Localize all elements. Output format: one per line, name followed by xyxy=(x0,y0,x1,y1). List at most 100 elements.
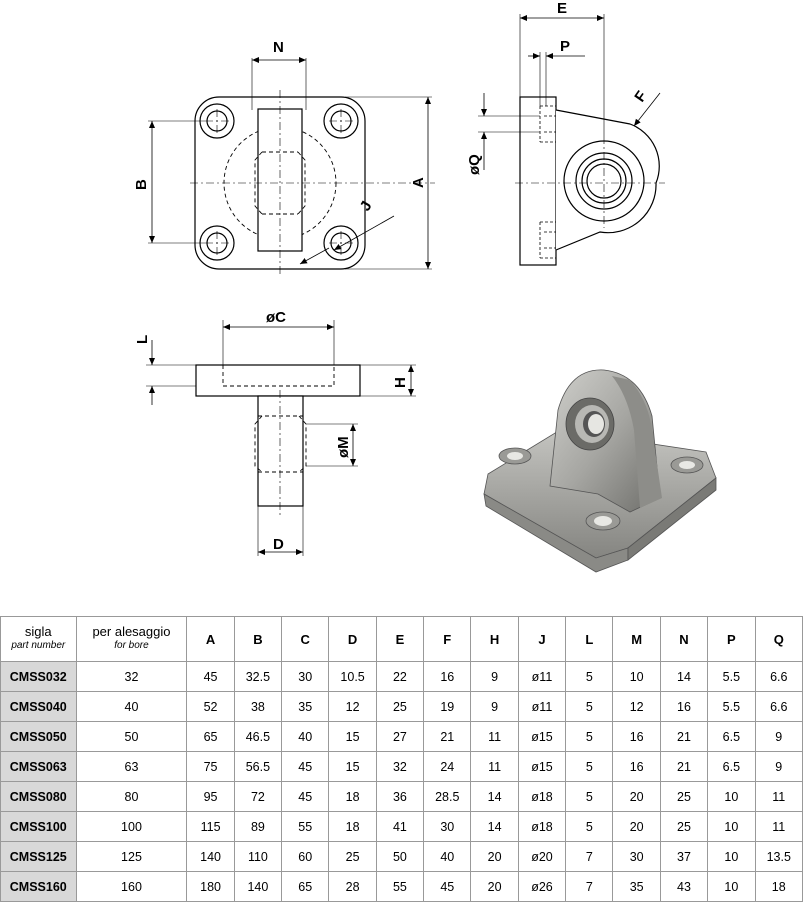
dimension-cell: 110 xyxy=(233,841,283,872)
dimension-cell: 28 xyxy=(328,871,377,902)
dimension-cell: 27 xyxy=(375,721,425,752)
dimension-cell: 5 xyxy=(565,811,614,842)
dim-label-p: P xyxy=(560,38,570,55)
dimension-cell: 10.5 xyxy=(328,661,377,692)
dim-label-n: N xyxy=(273,39,284,56)
part-number-cell: CMSS160 xyxy=(0,871,77,902)
dimension-cell: 52 xyxy=(186,691,235,722)
dimension-cell: 30 xyxy=(612,841,661,872)
dimension-cell: 45 xyxy=(186,661,235,692)
dimension-cell: 89 xyxy=(233,811,283,842)
dimension-cell: 37 xyxy=(659,841,709,872)
dim-label-q: øQ xyxy=(466,154,483,175)
dimension-cell: 22 xyxy=(375,661,425,692)
dimension-cell: 95 xyxy=(186,781,235,812)
dimension-cell: 18 xyxy=(328,811,377,842)
dimension-cell: 10 xyxy=(707,781,756,812)
dimension-cell: 50 xyxy=(375,841,425,872)
dimension-cell: 55 xyxy=(375,871,425,902)
dimension-cell: 10 xyxy=(707,811,756,842)
table-header-row: sigla part number per alesaggio for bore… xyxy=(0,616,803,662)
header-col: E xyxy=(375,616,425,662)
dimension-cell: ø15 xyxy=(517,751,567,782)
dimension-cell: ø11 xyxy=(517,661,567,692)
dim-label-f: F xyxy=(631,88,650,105)
dimension-cell: 6.6 xyxy=(754,691,803,722)
dim-label-l: L xyxy=(134,335,151,344)
dimension-cell: 5 xyxy=(565,781,614,812)
dimension-cell: 21 xyxy=(659,721,709,752)
dimension-cell: ø26 xyxy=(517,871,567,902)
header-sigla: sigla part number xyxy=(0,616,77,662)
bore-cell: 100 xyxy=(75,811,188,842)
dimension-cell: 35 xyxy=(612,871,661,902)
dimension-cell: 5.5 xyxy=(707,691,756,722)
dimension-cell: 20 xyxy=(612,811,661,842)
dimension-cell: 30 xyxy=(281,661,330,692)
dim-label-e: E xyxy=(557,0,567,17)
dimension-cell: 21 xyxy=(423,721,472,752)
dimension-cell: 7 xyxy=(565,871,614,902)
header-col: J xyxy=(517,616,567,662)
header-col: H xyxy=(470,616,519,662)
front-view-drawing xyxy=(146,320,416,556)
dimension-cell: ø18 xyxy=(517,781,567,812)
dimension-cell: 5 xyxy=(565,691,614,722)
bore-cell: 63 xyxy=(75,751,188,782)
bore-cell: 40 xyxy=(75,691,188,722)
dimension-cell: 65 xyxy=(281,871,330,902)
technical-drawings: N B A J E P øQ F xyxy=(133,0,717,573)
dimension-cell: 5.5 xyxy=(707,661,756,692)
dimension-cell: 18 xyxy=(754,871,803,902)
dimension-cell: 45 xyxy=(423,871,472,902)
dimension-cell: 45 xyxy=(281,781,330,812)
dimension-cell: 12 xyxy=(612,691,661,722)
dimension-cell: 10 xyxy=(612,661,661,692)
dimension-cell: 19 xyxy=(423,691,472,722)
dimension-cell: 9 xyxy=(470,691,519,722)
dimension-cell: ø11 xyxy=(517,691,567,722)
dimension-cell: 140 xyxy=(186,841,235,872)
dimension-cell: 28.5 xyxy=(423,781,472,812)
dimension-cell: 38 xyxy=(233,691,283,722)
dimension-cell: 10 xyxy=(707,841,756,872)
dimension-cell: 18 xyxy=(328,781,377,812)
header-col: Q xyxy=(754,616,803,662)
dimension-cell: 20 xyxy=(470,871,519,902)
dimension-cell: 6.5 xyxy=(707,721,756,752)
dimension-cell: 16 xyxy=(612,751,661,782)
header-col: N xyxy=(659,616,709,662)
dimension-cell: 20 xyxy=(470,841,519,872)
dimension-cell: 180 xyxy=(186,871,235,902)
dimension-cell: 25 xyxy=(659,811,709,842)
dimension-cell: 32 xyxy=(375,751,425,782)
dimension-cell: 15 xyxy=(328,751,377,782)
dimension-cell: 115 xyxy=(186,811,235,842)
dimension-cell: 5 xyxy=(565,661,614,692)
header-col: B xyxy=(233,616,283,662)
dimension-cell: 25 xyxy=(328,841,377,872)
dim-label-h: H xyxy=(392,377,409,388)
part-number-cell: CMSS080 xyxy=(0,781,77,812)
dimension-cell: 60 xyxy=(281,841,330,872)
dimension-cell: 9 xyxy=(754,751,803,782)
dimension-cell: 10 xyxy=(707,871,756,902)
part-number-cell: CMSS032 xyxy=(0,661,77,692)
header-bore-label: per alesaggio xyxy=(92,624,171,639)
dimension-cell: 45 xyxy=(281,751,330,782)
dimension-cell: 9 xyxy=(470,661,519,692)
dimension-cell: 20 xyxy=(612,781,661,812)
dimension-cell: 5 xyxy=(565,721,614,752)
dimension-cell: 16 xyxy=(659,691,709,722)
dimension-cell: ø18 xyxy=(517,811,567,842)
header-col: D xyxy=(328,616,377,662)
part-number-cell: CMSS040 xyxy=(0,691,77,722)
